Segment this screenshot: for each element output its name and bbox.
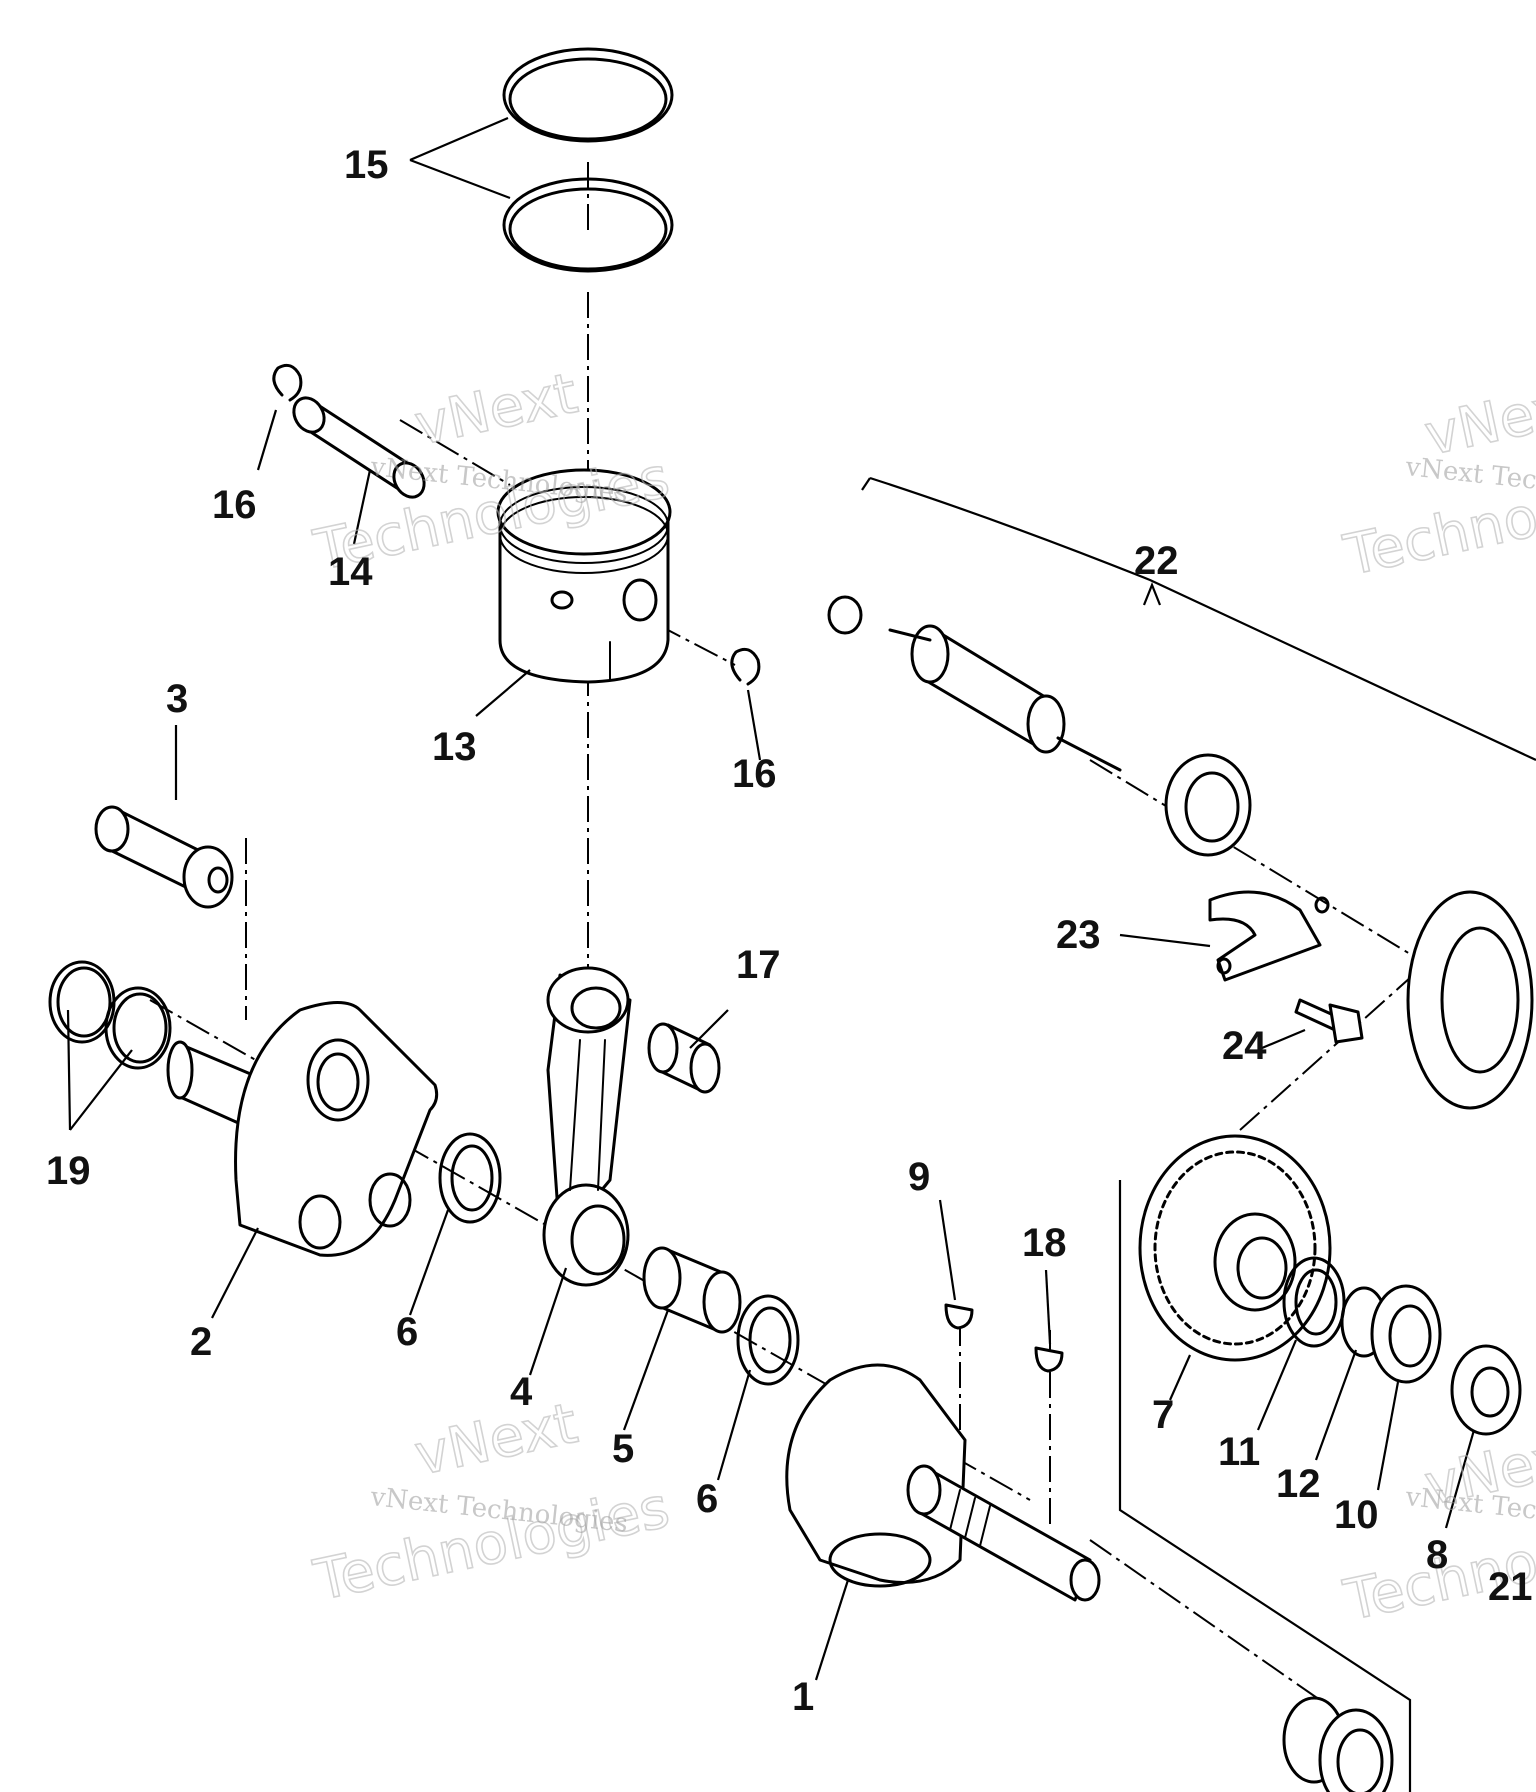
leader-lines — [66, 116, 1476, 1681]
woodruff-key-18 — [1034, 1346, 1064, 1373]
shaft-axis-line — [1089, 759, 1421, 961]
label-part-8: 8 — [1426, 1533, 1448, 1577]
crank-half-left — [166, 1001, 439, 1257]
gear-axis-line — [1239, 959, 1431, 1131]
label-part-23: 23 — [1056, 913, 1101, 957]
big-end-bearing — [642, 1246, 742, 1334]
label-part-22: 22 — [1134, 539, 1179, 583]
gear-group-bracket — [1118, 1180, 1412, 1792]
label-part-6-right: 6 — [696, 1477, 718, 1521]
label-part-9: 9 — [908, 1155, 930, 1199]
piston-ring-upper — [502, 47, 674, 143]
upper-gear — [1406, 890, 1534, 1110]
label-part-14: 14 — [328, 550, 373, 594]
thrust-washer-19b — [104, 986, 172, 1070]
lock-nut — [1450, 1344, 1522, 1436]
label-part-24: 24 — [1222, 1024, 1267, 1068]
label-part-2: 2 — [190, 1320, 212, 1364]
piston-pin — [292, 396, 426, 499]
shaft-bearing — [1164, 753, 1252, 857]
label-part-16-lower: 16 — [732, 752, 777, 796]
label-part-10: 10 — [1334, 1493, 1379, 1537]
label-part-21: 21 — [1488, 1565, 1533, 1609]
circlip-lower — [730, 647, 761, 686]
bearing-plate — [1208, 890, 1330, 982]
label-part-19: 19 — [46, 1149, 91, 1193]
crank-pin — [94, 805, 234, 909]
woodruff-key-9 — [944, 1303, 974, 1330]
gear — [1138, 1134, 1332, 1362]
label-part-5: 5 — [612, 1427, 634, 1471]
main-axis-line — [1089, 1539, 1321, 1701]
label-part-13: 13 — [432, 725, 477, 769]
circlip-upper — [272, 363, 303, 402]
spacer-11 — [1282, 1256, 1346, 1348]
label-part-17: 17 — [736, 943, 781, 987]
piston-ring-lower — [502, 177, 674, 273]
shim-washer-left — [438, 1132, 502, 1224]
label-part-7: 7 — [1152, 1393, 1174, 1437]
bolt — [1294, 998, 1364, 1044]
label-part-11: 11 — [1218, 1430, 1260, 1474]
collar-10 — [1370, 1284, 1442, 1384]
label-part-6-left: 6 — [396, 1310, 418, 1354]
label-part-18: 18 — [1022, 1221, 1067, 1265]
part-labels: 15 16 14 13 16 3 19 2 6 4 5 6 17 9 18 1 … — [46, 143, 1533, 1719]
main-bearing-lower — [1282, 1696, 1394, 1792]
label-part-15: 15 — [344, 143, 389, 187]
crank-half-right — [785, 1363, 1101, 1602]
drive-shaft-assembly — [827, 476, 1536, 772]
label-part-3: 3 — [166, 677, 188, 721]
label-part-4: 4 — [510, 1370, 533, 1414]
pin-axis-line — [399, 419, 511, 486]
shim-washer-right — [736, 1294, 800, 1386]
connecting-rod — [542, 966, 632, 1287]
piston — [496, 468, 672, 684]
label-part-16-upper: 16 — [212, 483, 257, 527]
label-part-12: 12 — [1276, 1462, 1321, 1506]
label-part-1: 1 — [792, 1675, 814, 1719]
